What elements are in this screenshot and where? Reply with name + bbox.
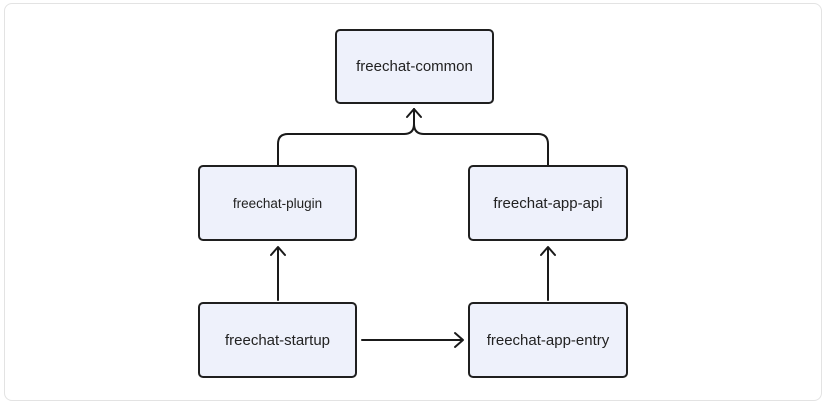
arrowhead-app-api	[540, 246, 556, 256]
arrowhead-app-entry	[454, 332, 464, 348]
node-label: freechat-common	[356, 58, 473, 75]
edge-plugin-to-common	[277, 108, 415, 166]
node-freechat-common: freechat-common	[335, 29, 494, 104]
node-freechat-app-entry: freechat-app-entry	[468, 302, 628, 378]
node-freechat-startup: freechat-startup	[198, 302, 357, 378]
node-label: freechat-app-api	[493, 194, 603, 212]
node-freechat-app-api: freechat-app-api	[468, 165, 628, 241]
node-label: freechat-app-entry	[486, 331, 610, 349]
node-freechat-plugin: freechat-plugin	[198, 165, 357, 241]
node-label: freechat-plugin	[232, 195, 323, 211]
edge-app-api-to-common	[413, 108, 549, 166]
node-label: freechat-startup	[224, 331, 331, 349]
arrowhead-plugin	[270, 246, 286, 256]
arrowhead-common	[406, 108, 422, 118]
